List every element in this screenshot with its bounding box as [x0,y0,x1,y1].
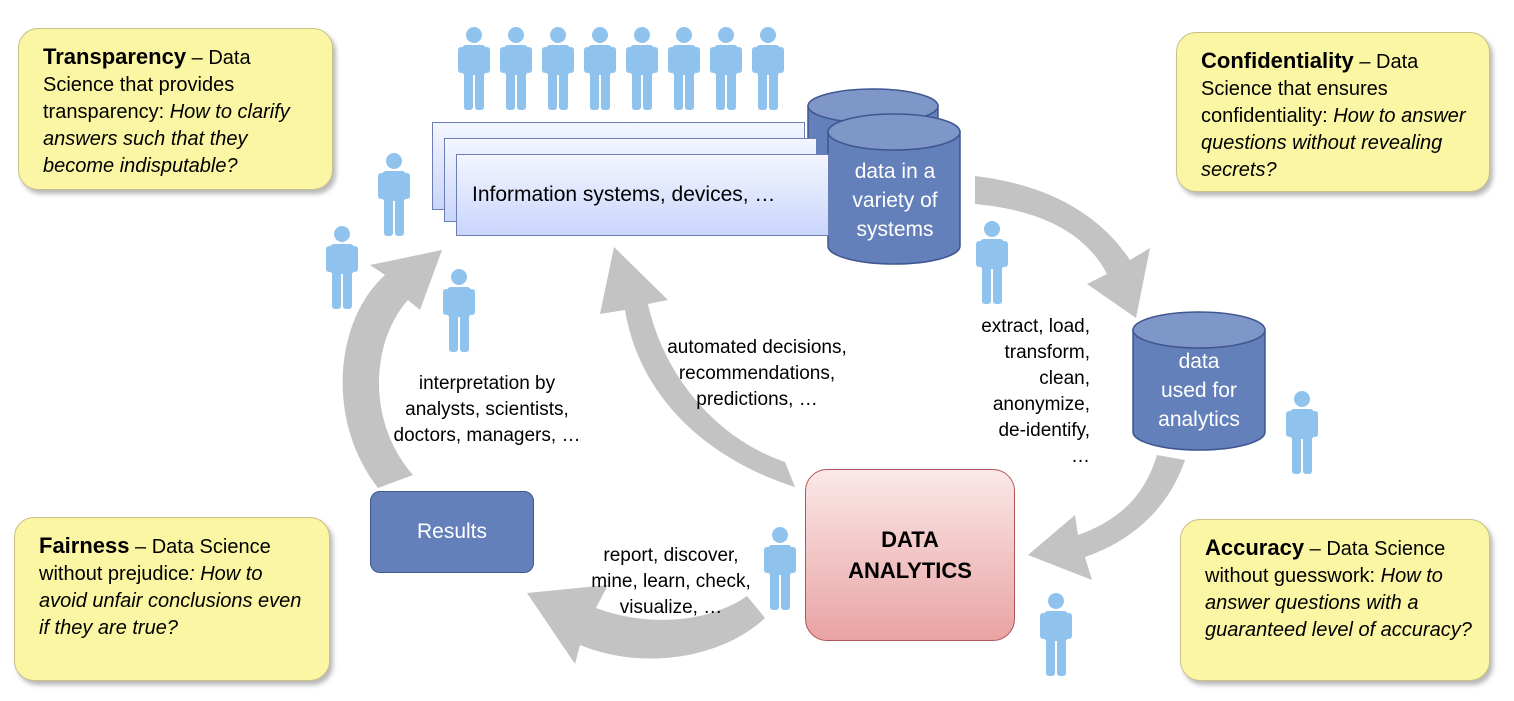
note-term: Confidentiality [1201,48,1354,73]
person-icon [668,26,700,110]
database-cylinder-icon [1132,311,1266,451]
automated-decisions-text: automated decisions, recommendations, pr… [652,335,862,413]
report-line: visualize, … [619,597,723,618]
data-variety-line: variety of [852,189,938,212]
person-icon [542,26,574,110]
interpretation-line: analysts, scientists, [405,399,569,420]
curved-arrow-icon [527,585,765,664]
curved-arrow-icon [975,176,1150,318]
person-icon [326,225,358,309]
automated-line: recommendations, [678,363,836,384]
note-term: Accuracy [1205,535,1305,560]
analytics-data-line: data [1178,350,1220,373]
etl-step: transform, [1004,342,1090,363]
database-cylinder-icon [827,113,961,265]
person-icon [976,220,1008,304]
data-variety-line: systems [856,218,934,241]
person-icon [1286,390,1318,474]
analytics-data-line: used for [1161,379,1237,402]
note-question: How to answer questions with a guarantee… [1205,565,1472,641]
person-icon [710,26,742,110]
data-variety-line: data in a [854,160,936,183]
etl-step: extract, load, [981,316,1090,337]
curved-arrow-icon [342,250,442,488]
note-term: Fairness [39,533,130,558]
transparency-note: Transparency – Data Science that provide… [18,28,333,190]
automated-line: automated decisions, [667,337,847,358]
etl-steps-text: extract, load, transform, clean, anonymi… [940,314,1090,470]
etl-step: de-identify, [998,420,1090,441]
report-line: mine, learn, check, [591,571,751,592]
person-icon [378,152,410,236]
data-analytics-line: DATA [881,527,939,552]
report-line: report, discover, [603,545,739,566]
data-analytics-box: DATA ANALYTICS [805,469,1015,641]
etl-step: clean, [1039,368,1090,389]
results-box: Results [370,491,534,573]
note-question: : How to avoid unfair conclusions even i… [39,563,302,639]
note-question: How to clarify answers such that they be… [43,101,290,177]
automated-line: predictions, … [696,389,818,410]
person-icon [764,526,796,610]
note-text: – Data Science without prejudice [39,536,271,585]
info-systems-label: Information systems, devices, … [472,183,776,206]
note-question: How to answer questions without revealin… [1201,105,1466,181]
curved-arrow-icon [600,247,795,487]
person-icon [458,26,490,110]
etl-step: anonymize, [992,394,1090,415]
confidentiality-note: Confidentiality – Data Science that ensu… [1176,32,1490,192]
etl-step: … [1071,446,1090,467]
data-variety-label: data in a variety of systems [832,157,958,244]
analytics-data-label: data used for analytics [1135,347,1263,434]
person-icon [584,26,616,110]
person-icon [500,26,532,110]
person-icon [626,26,658,110]
accuracy-note: Accuracy – Data Science without guesswor… [1180,519,1490,681]
data-analytics-line: ANALYTICS [848,558,972,583]
interpretation-line: interpretation by [418,373,556,394]
report-text: report, discover, mine, learn, check, vi… [578,543,764,621]
info-system-card-front [456,154,829,236]
person-icon [443,268,475,352]
analytics-data-line: analytics [1158,408,1240,431]
note-text: – Data Science without guesswork: [1205,538,1446,587]
interpretation-line: doctors, managers, … [393,425,581,446]
note-term: Transparency [43,44,187,69]
note-text: – Data Science that ensures confidential… [1201,51,1419,127]
note-text: – Data Science that provides transparenc… [43,47,251,123]
person-icon [1040,592,1072,676]
person-icon [752,26,784,110]
curved-arrow-icon [1028,455,1185,580]
fairness-note: Fairness – Data Science without prejudic… [14,517,330,681]
interpretation-text: interpretation by analysts, scientists, … [372,371,602,449]
